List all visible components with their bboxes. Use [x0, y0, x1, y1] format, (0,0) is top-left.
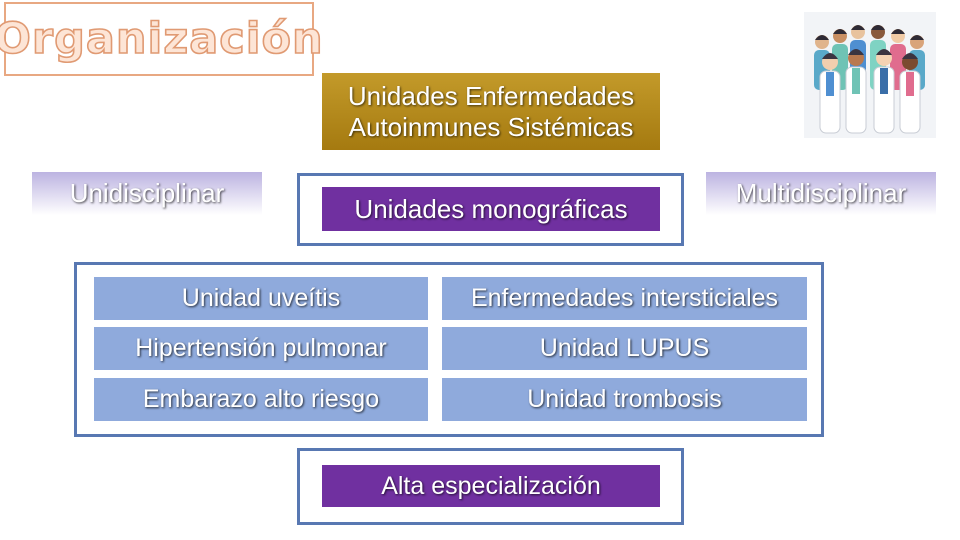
- unit-box-pulmonary-hypertension: Hipertensión pulmonar: [94, 327, 428, 370]
- high-specialization-box: Alta especialización: [322, 465, 660, 507]
- unit-box-uveitis: Unidad uveítis: [94, 277, 428, 320]
- header-line-2: Autoinmunes Sistémicas: [349, 112, 634, 143]
- header-line-1: Unidades Enfermedades: [348, 81, 634, 112]
- unit-box-interstitial: Enfermedades intersticiales: [442, 277, 807, 320]
- monographic-units-box: Unidades monográficas: [322, 187, 660, 231]
- slide-title: Organización: [0, 14, 324, 64]
- medical-team-illustration: [804, 12, 936, 138]
- unidisciplinary-label: Unidisciplinar: [32, 172, 262, 215]
- title-box: Organización: [4, 2, 314, 76]
- header-box: Unidades Enfermedades Autoinmunes Sistém…: [322, 73, 660, 150]
- doctors-icon: [804, 12, 936, 138]
- unit-box-thrombosis: Unidad trombosis: [442, 378, 807, 421]
- unit-box-high-risk-pregnancy: Embarazo alto riesgo: [94, 378, 428, 421]
- multidisciplinary-label: Multidisciplinar: [706, 172, 936, 215]
- unit-box-lupus: Unidad LUPUS: [442, 327, 807, 370]
